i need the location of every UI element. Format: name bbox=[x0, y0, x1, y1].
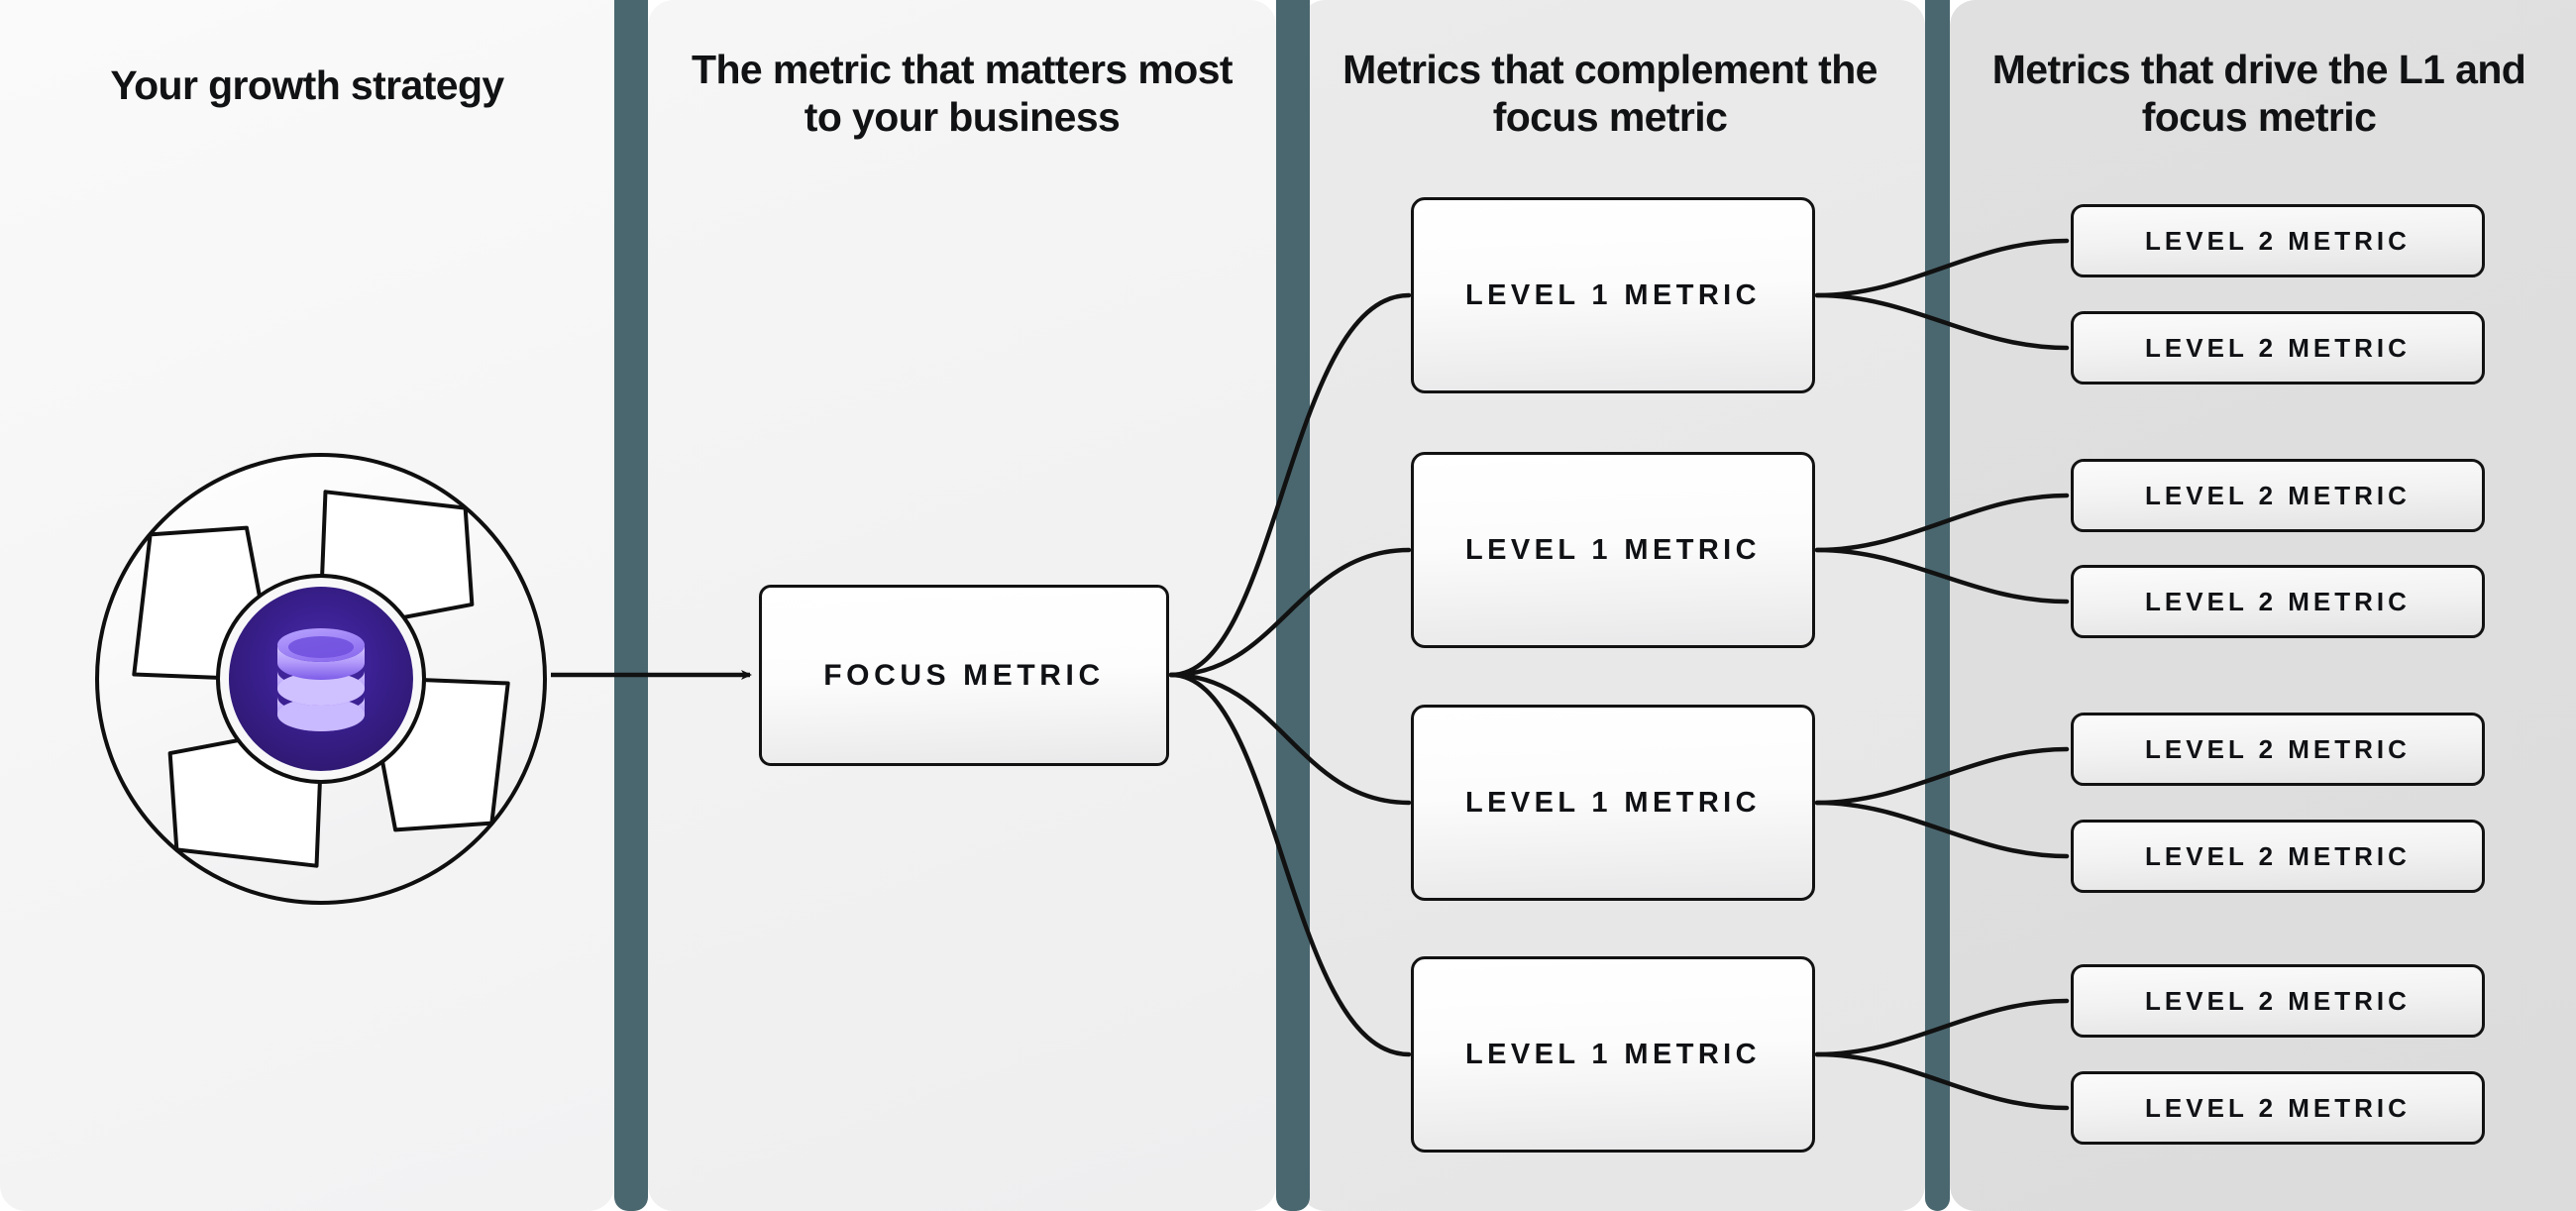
node-focus-metric[interactable]: FOCUS METRIC bbox=[759, 585, 1169, 766]
column-heading-level-2-metrics: Metrics that drive the L1 and focus metr… bbox=[1991, 47, 2526, 141]
node-level-2-metric-6[interactable]: LEVEL 2 METRIC bbox=[2071, 820, 2485, 893]
aperture-logo-svg bbox=[95, 453, 547, 905]
database-stack-icon bbox=[277, 628, 365, 731]
node-level-1-metric-4[interactable]: LEVEL 1 METRIC bbox=[1411, 956, 1815, 1153]
column-heading-focus-metric: The metric that matters most to your bus… bbox=[692, 47, 1234, 141]
node-level-2-metric-2[interactable]: LEVEL 2 METRIC bbox=[2071, 311, 2485, 385]
column-divider-3 bbox=[1925, 0, 1950, 1211]
column-heading-growth-strategy: Your growth strategy bbox=[110, 62, 504, 108]
node-level-2-metric-8[interactable]: LEVEL 2 METRIC bbox=[2071, 1071, 2485, 1145]
node-level-2-metric-1[interactable]: LEVEL 2 METRIC bbox=[2071, 204, 2485, 277]
column-divider-1 bbox=[614, 0, 648, 1211]
node-level-1-metric-1[interactable]: LEVEL 1 METRIC bbox=[1411, 197, 1815, 393]
node-level-1-metric-3[interactable]: LEVEL 1 METRIC bbox=[1411, 705, 1815, 901]
node-level-2-metric-4[interactable]: LEVEL 2 METRIC bbox=[2071, 565, 2485, 638]
aperture-database-logo bbox=[83, 433, 559, 919]
node-level-2-metric-3[interactable]: LEVEL 2 METRIC bbox=[2071, 459, 2485, 532]
node-level-2-metric-7[interactable]: LEVEL 2 METRIC bbox=[2071, 964, 2485, 1038]
column-heading-level-1-metrics: Metrics that complement the focus metric bbox=[1342, 47, 1878, 141]
node-level-2-metric-5[interactable]: LEVEL 2 METRIC bbox=[2071, 713, 2485, 786]
column-divider-2 bbox=[1276, 0, 1310, 1211]
node-level-1-metric-2[interactable]: LEVEL 1 METRIC bbox=[1411, 452, 1815, 648]
